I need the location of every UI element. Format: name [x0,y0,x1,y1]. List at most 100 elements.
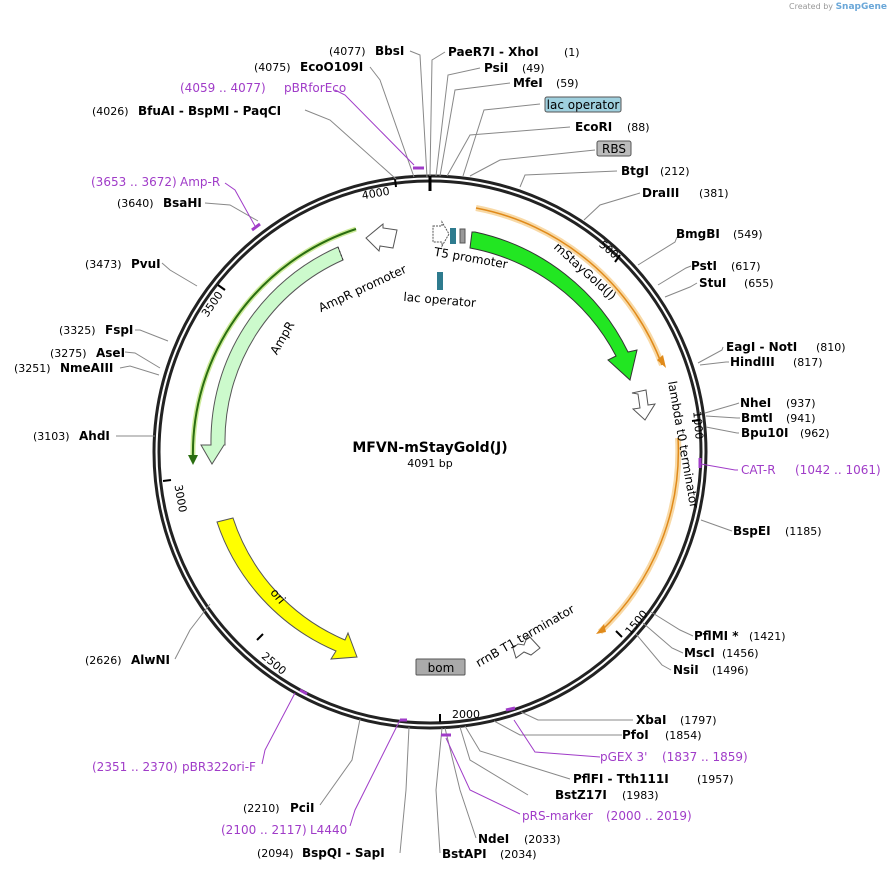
credit-text: Created by [789,2,834,11]
site-name: BtgI [621,164,649,178]
site-name: AhdI [79,429,110,443]
snapgene-credit: Created by SnapGene [789,2,887,12]
site-name: NmeAIII [60,361,113,375]
site-name: BspEI [733,524,771,538]
site-name: StuI [699,276,726,290]
primer-range: (2000 .. 2019) [606,809,692,823]
site-pos: (1421) [749,630,786,643]
rbs-mark [459,228,466,244]
orange-arc-2-head [596,624,606,634]
site-name: MscI [684,646,715,660]
lac-operator-box [544,96,622,113]
site-pos: (1957) [697,773,734,786]
site-pos: (617) [731,260,761,273]
site-name: BmgBI [676,227,720,241]
site-pos: (4075) [254,61,291,74]
site-name: EagI - NotI [726,340,797,354]
ampr-outer-arc [191,228,357,461]
plasmid-name: MFVN-mStayGold(J) [352,440,507,456]
tick-3000: 3000 [172,484,190,514]
ampr-promoter-feature [365,222,398,253]
lac-operator-label: lac operator [403,290,477,310]
site-pos: (655) [744,277,774,290]
orange-arc-1 [475,207,663,366]
site-name: PstI [691,259,717,273]
bom-feature [415,658,466,676]
plasmid-length: 4091 bp [407,457,452,470]
primer-marks [251,166,702,737]
lambda-terminator-feature [631,389,656,421]
site-pos: (3103) [33,430,70,443]
lac-operator-mark-2 [437,272,443,290]
rrnb-terminator-label: rrnB T1 terminator [473,602,577,670]
site-pos: (962) [800,427,830,440]
site-pos: (1) [564,46,580,59]
site-name: BfuAI - BspMI - PaqCI [138,104,281,118]
site-pos: (2210) [243,802,280,815]
orange-arc-2 [599,437,680,633]
site-pos: (3325) [59,324,96,337]
primer-range: (1837 .. 1859) [662,750,748,764]
tick-marks [162,178,701,722]
site-pos: (941) [786,412,816,425]
site-labels: PaeR7I - XhoI (1) PsiI (49) MfeI (59) Ec… [14,44,846,861]
site-name: XbaI [636,713,666,727]
ampr-label: AmpR [267,319,297,357]
ampr-outer-arc-head [188,455,198,465]
site-name: BstZ17I [555,788,607,802]
site-name: PsiI [484,61,508,75]
primer-leaders [224,89,738,827]
site-name: PvuI [131,257,161,271]
site-pos: (810) [816,341,846,354]
site-pos: (3275) [50,347,87,360]
site-name: PflFI - Tth111I [573,772,669,786]
ampr-promoter-label: AmpR promoter [316,262,408,315]
lac-operator-mark-1 [450,228,456,244]
site-name: Bpu10I [741,426,788,440]
primer-name: pRS-marker [522,809,593,823]
site-pos: (1854) [665,729,702,742]
site-name: PaeR7I - XhoI [448,45,539,59]
site-pos: (3251) [14,362,51,375]
site-name: PciI [290,801,315,815]
tick-1000: 1000 [690,411,705,440]
site-name: BspQI - SapI [302,846,385,860]
site-name: MfeI [513,76,543,90]
primer-range: (1042 .. 1061) [795,463,881,477]
site-pos: (3473) [85,258,122,271]
site-pos: (4026) [92,105,129,118]
primer-name: pBRforEco [284,81,346,95]
site-pos: (2626) [85,654,122,667]
t5-promoter-feature [432,220,450,248]
primer-range: (3653 .. 3672) [91,175,177,189]
site-pos: (59) [556,77,579,90]
site-pos: (49) [522,62,545,75]
site-name: BstAPI [442,847,487,861]
primer-name: CAT-R [741,463,776,477]
site-name: NheI [740,396,771,410]
mstaygold-feature [469,231,638,381]
site-pos: (88) [627,121,650,134]
site-name: AlwNI [131,653,170,667]
site-name: HindIII [730,355,775,369]
ori-feature [216,517,358,660]
site-pos: (937) [786,397,816,410]
site-pos: (3640) [117,197,154,210]
primer-name: L4440 [310,823,347,837]
site-pos: (1185) [785,525,822,538]
site-pos: (549) [733,228,763,241]
site-pos: (1496) [712,664,749,677]
primer-range: (2351 .. 2370) [92,760,178,774]
site-name: EcoO109I [300,60,363,74]
site-name: PflMI * [694,629,739,643]
site-pos: (817) [793,356,823,369]
primer-labels: (4059 .. 4077) pBRforEco (3653 .. 3672) … [91,81,881,837]
site-pos: (1797) [680,714,717,727]
site-pos: (1456) [722,647,759,660]
site-pos: (381) [699,187,729,200]
rbs-box [596,140,632,157]
site-name: AseI [96,346,125,360]
rrnb-terminator-feature [512,634,541,659]
tick-2000: 2000 [452,708,480,721]
